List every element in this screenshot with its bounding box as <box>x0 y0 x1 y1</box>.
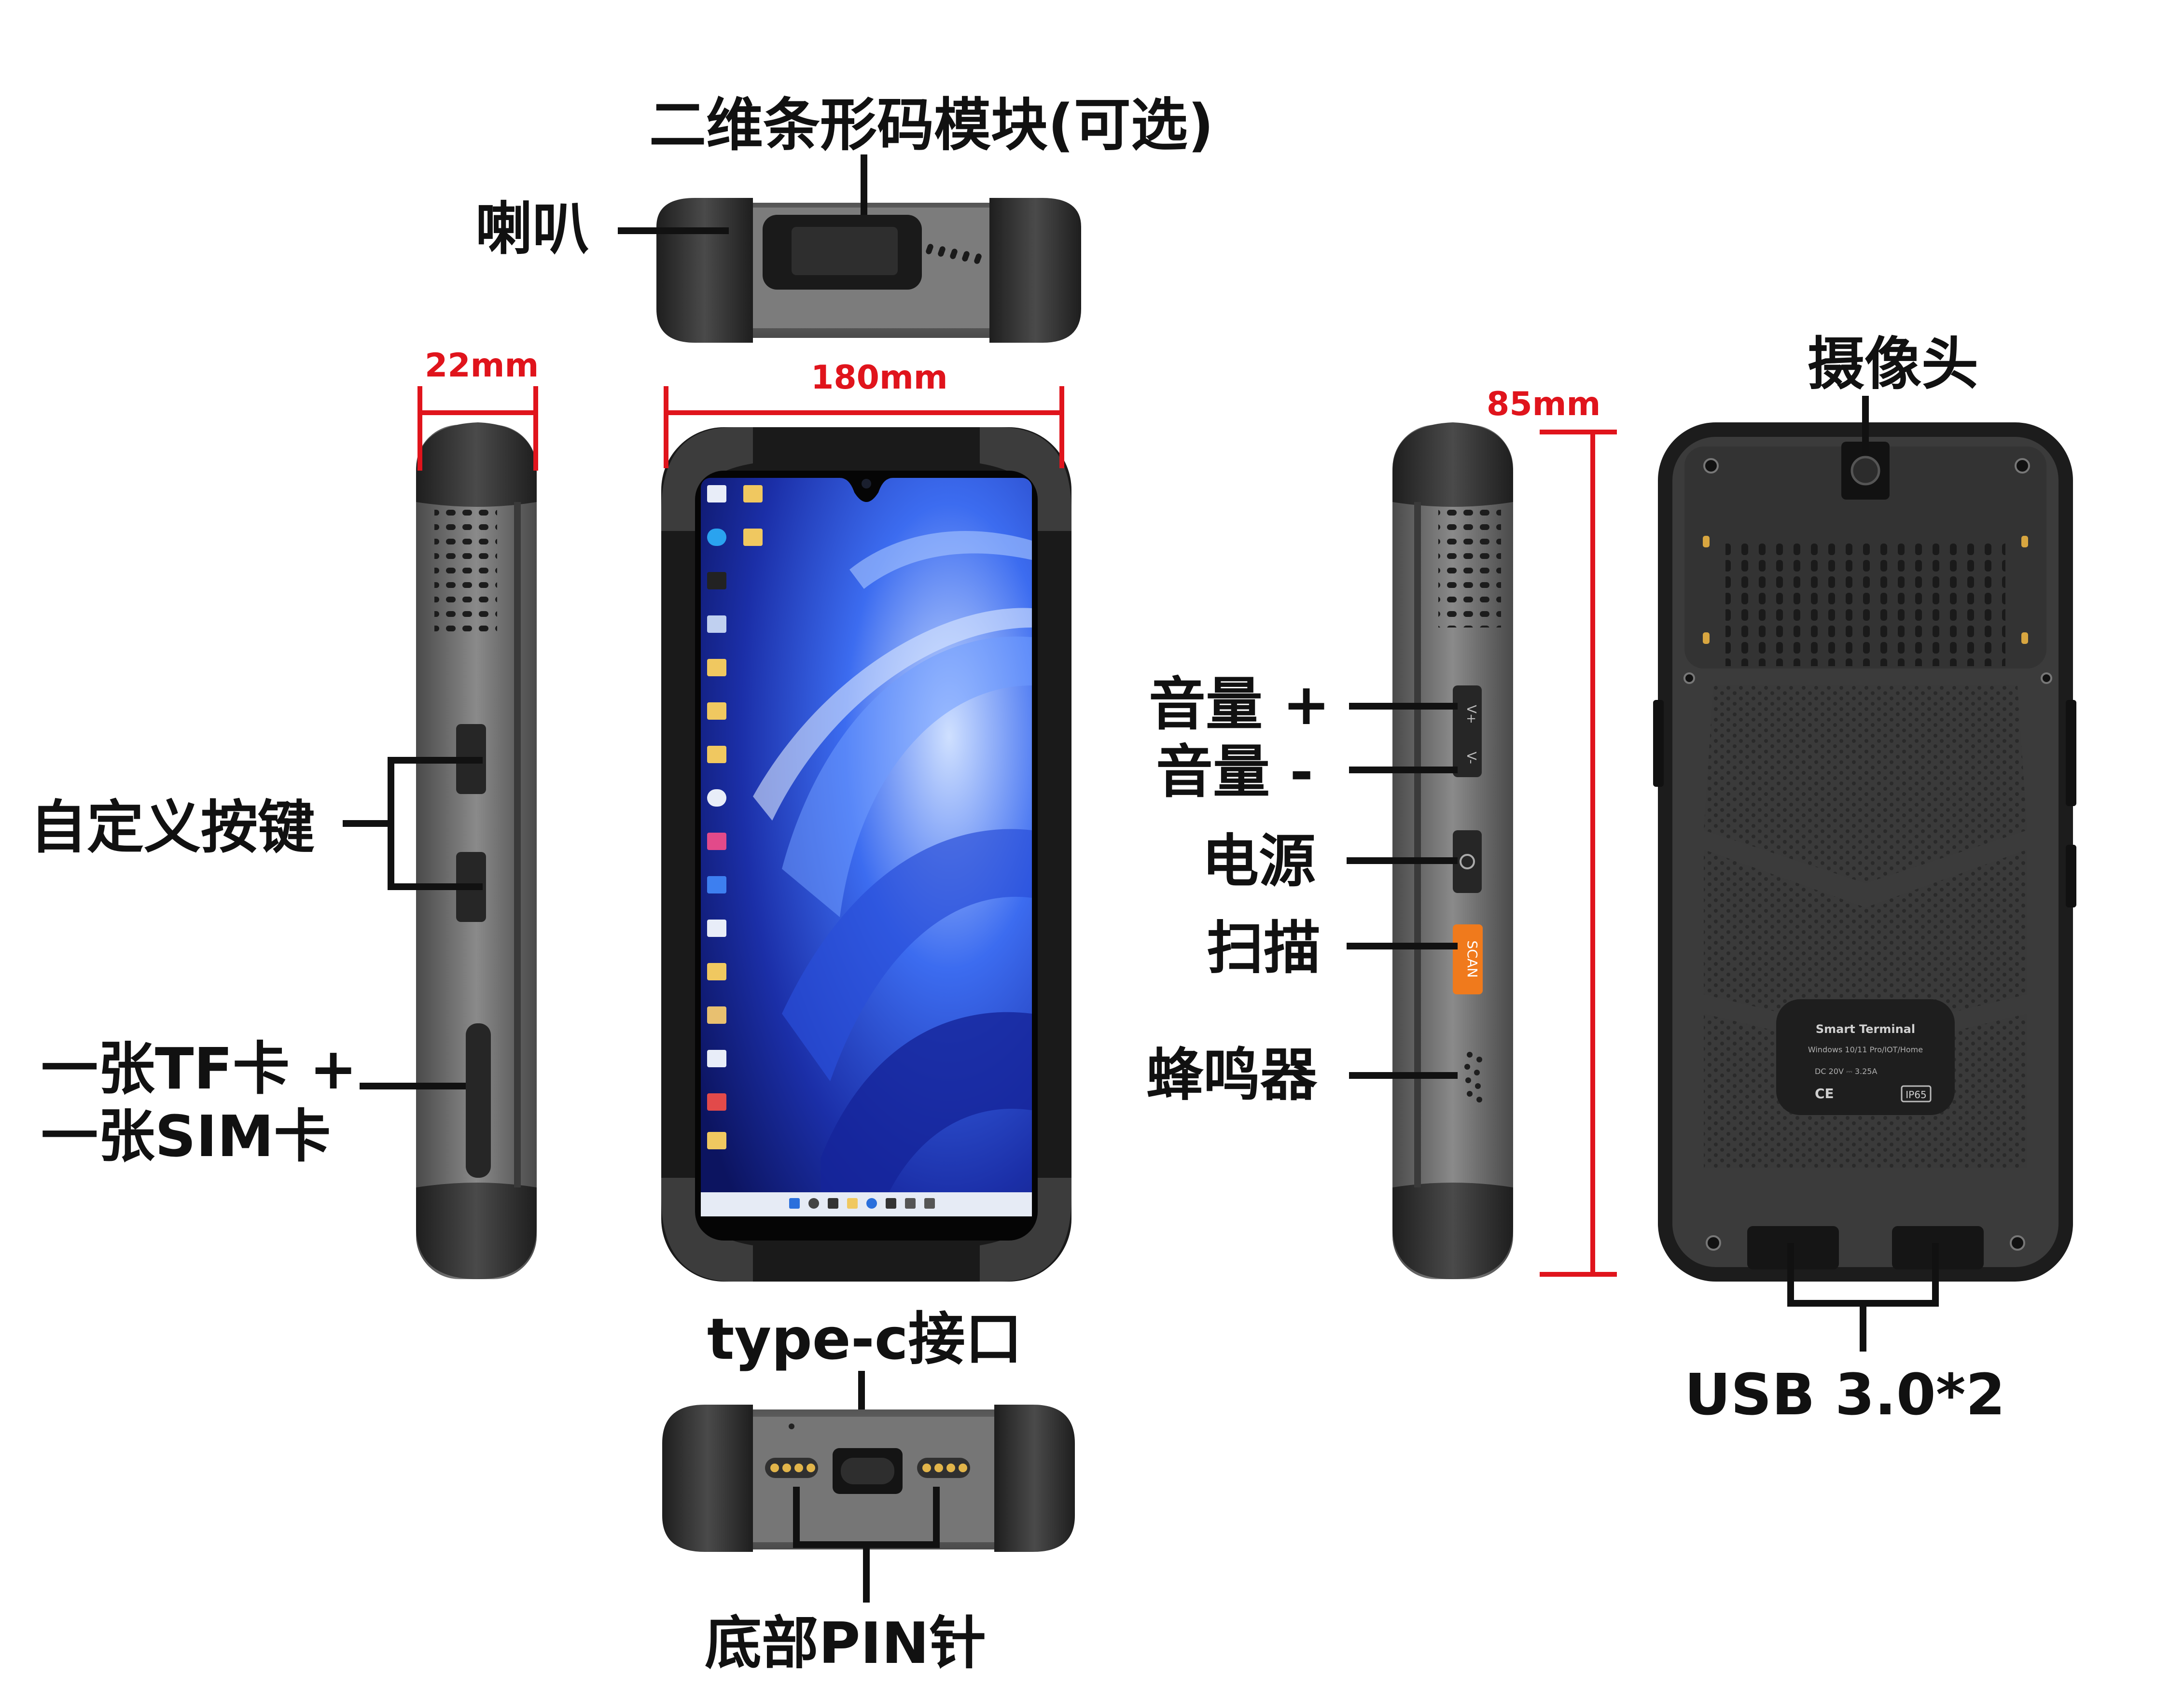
type-c-label: type-c接口 <box>707 1306 1022 1372</box>
top-view <box>656 198 1081 343</box>
back-os-text: Windows 10/11 Pro/IOT/Home <box>1808 1045 1923 1054</box>
buzzer-holes <box>1464 1052 1482 1102</box>
back-rating-text: DC 20V ⎓ 3.25A <box>1815 1067 1877 1076</box>
width-dimension <box>1540 430 1617 1277</box>
speaker-label: 喇叭 <box>475 195 589 262</box>
thickness-dimension <box>417 386 538 471</box>
taskbar-icons <box>789 1198 935 1209</box>
ip-mark: IP65 <box>1906 1089 1926 1101</box>
custom-keys-bracket <box>343 757 483 890</box>
front-camera-icon <box>862 479 871 488</box>
card-label-line1: 一张TF卡 + <box>41 1035 357 1102</box>
notch <box>840 478 893 502</box>
back-speaker-grille <box>1725 541 2005 666</box>
power-button[interactable] <box>1453 830 1482 893</box>
front-view <box>661 427 1071 1282</box>
thickness-label: 22mm <box>425 347 539 385</box>
back-view: Smart Terminal Windows 10/11 Pro/IOT/Hom… <box>1653 422 2076 1282</box>
bottom-pin-label: 底部PIN针 <box>705 1610 986 1676</box>
pin-bracket <box>793 1487 940 1603</box>
card-label-line2: 一张SIM卡 <box>41 1103 331 1170</box>
scan-button[interactable] <box>1453 924 1483 994</box>
usb-bracket <box>1787 1243 1939 1352</box>
scan-button-text: SCAN <box>1464 940 1480 977</box>
volume-up-label: 音量 + <box>1149 671 1330 738</box>
side-speaker-grille <box>434 507 497 632</box>
back-screws <box>1683 458 2052 1251</box>
right-speaker-grille <box>1438 507 1501 628</box>
right-side-view: V+ V- SCAN <box>1392 422 1513 1279</box>
scan-label: 扫描 <box>1207 915 1321 981</box>
ce-mark: CE <box>1815 1086 1834 1102</box>
back-brand-text: Smart Terminal <box>1816 1022 1915 1036</box>
pogo-pins-right <box>917 1458 970 1478</box>
volume-down-label: 音量 - <box>1156 739 1313 805</box>
width-label: 85mm <box>1487 385 1600 423</box>
volume-rocker[interactable] <box>1453 685 1482 777</box>
bottom-view <box>662 1405 1075 1552</box>
power-icon <box>1460 854 1475 869</box>
length-label: 180mm <box>811 359 948 397</box>
card-slot[interactable] <box>466 1023 491 1178</box>
custom-keys-label: 自定义按键 <box>30 794 315 861</box>
speaker-slots <box>926 244 982 264</box>
volume-down-key-text: V- <box>1464 752 1478 764</box>
camera-label: 摄像头 <box>1808 331 1978 397</box>
back-gold-contacts <box>1703 536 2028 644</box>
desktop-icons <box>707 485 763 1149</box>
usb-label: USB 3.0*2 <box>1684 1361 2005 1428</box>
left-side-view <box>416 422 537 1279</box>
volume-up-key-text: V+ <box>1464 705 1478 724</box>
taskbar[interactable] <box>701 1192 1032 1216</box>
buzzer-label: 蜂鸣器 <box>1146 1042 1318 1108</box>
length-dimension <box>664 386 1064 468</box>
power-label: 电源 <box>1202 828 1316 894</box>
back-spec-label <box>1776 999 1955 1115</box>
barcode-module-label: 二维条形码模块(可选) <box>649 92 1214 158</box>
screen[interactable] <box>701 478 1032 1216</box>
pogo-pins-left <box>765 1458 818 1478</box>
